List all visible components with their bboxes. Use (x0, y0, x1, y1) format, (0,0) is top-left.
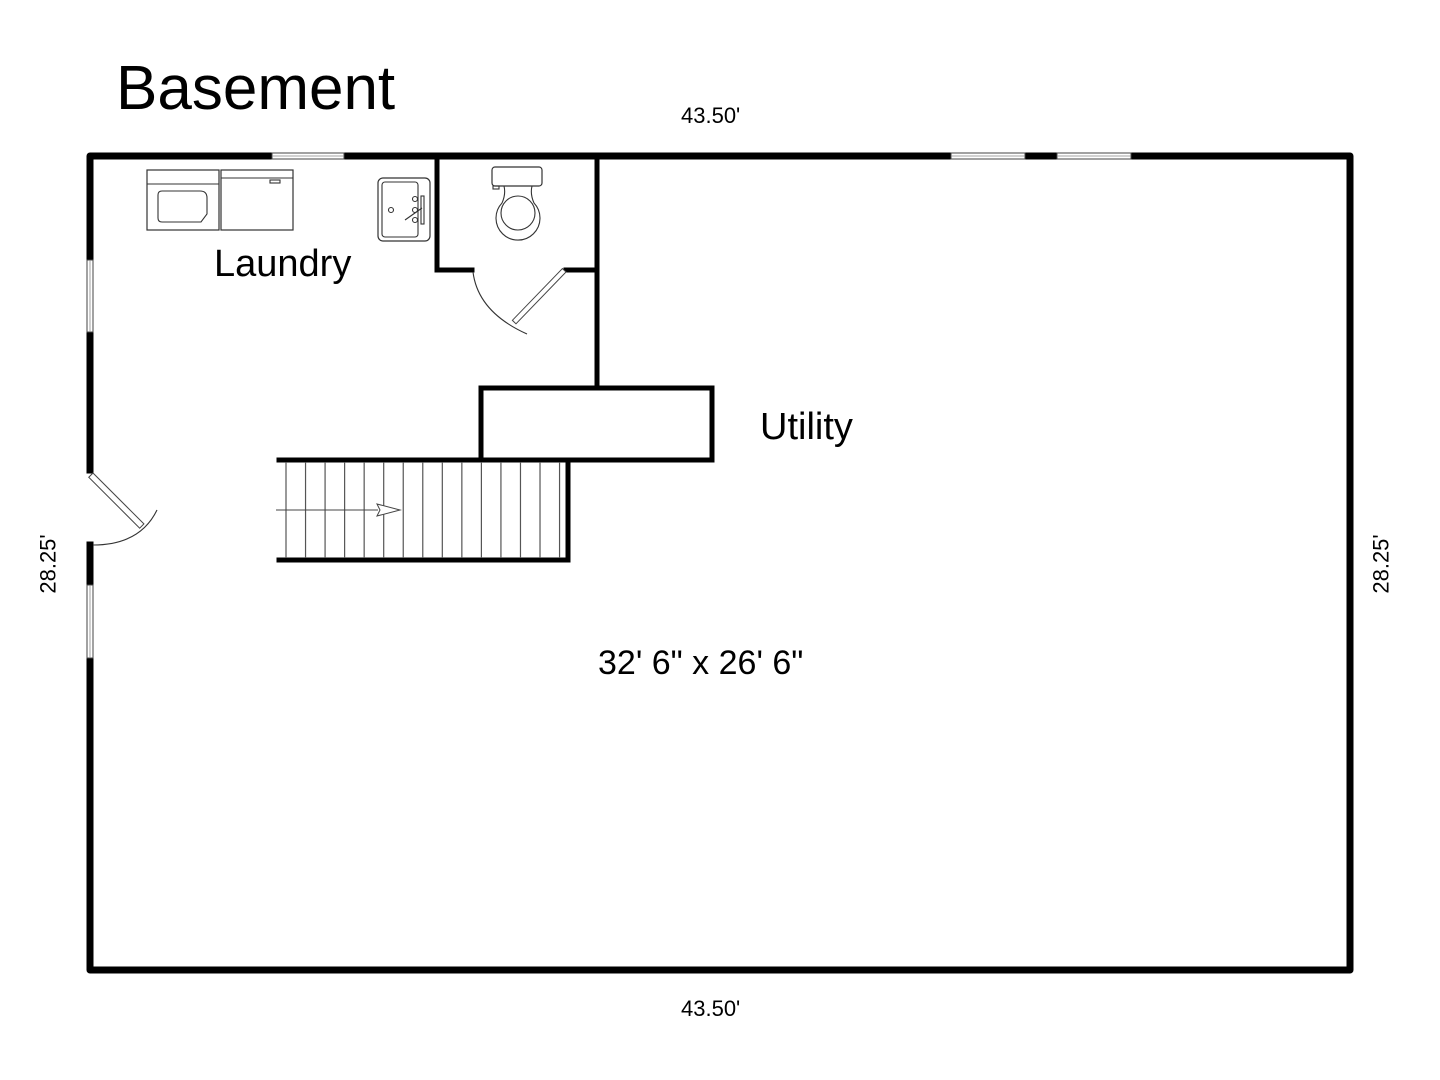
interior-walls (276, 155, 715, 563)
dimension-right: 28.25' (1368, 534, 1394, 594)
exterior-walls (86, 152, 1354, 974)
toilet-icon (491, 166, 543, 241)
washer-icon (220, 169, 294, 231)
windows (86, 152, 1132, 659)
exterior-door (88, 472, 158, 546)
bath-door (472, 267, 567, 335)
room-label-laundry: Laundry (214, 243, 352, 285)
stairs-direction-arrow-icon (376, 503, 402, 517)
room-label-utility: Utility (760, 406, 853, 448)
dimension-bottom: 43.50' (681, 996, 741, 1021)
dimension-left: 28.25' (35, 534, 61, 594)
room-size-label: 32' 6" x 26' 6" (598, 644, 804, 682)
dimension-top: 43.50' (681, 103, 741, 128)
utility-sink-icon (377, 177, 431, 242)
page-title: Basement (116, 54, 396, 123)
stairs (276, 462, 561, 558)
dryer-icon (146, 169, 220, 231)
